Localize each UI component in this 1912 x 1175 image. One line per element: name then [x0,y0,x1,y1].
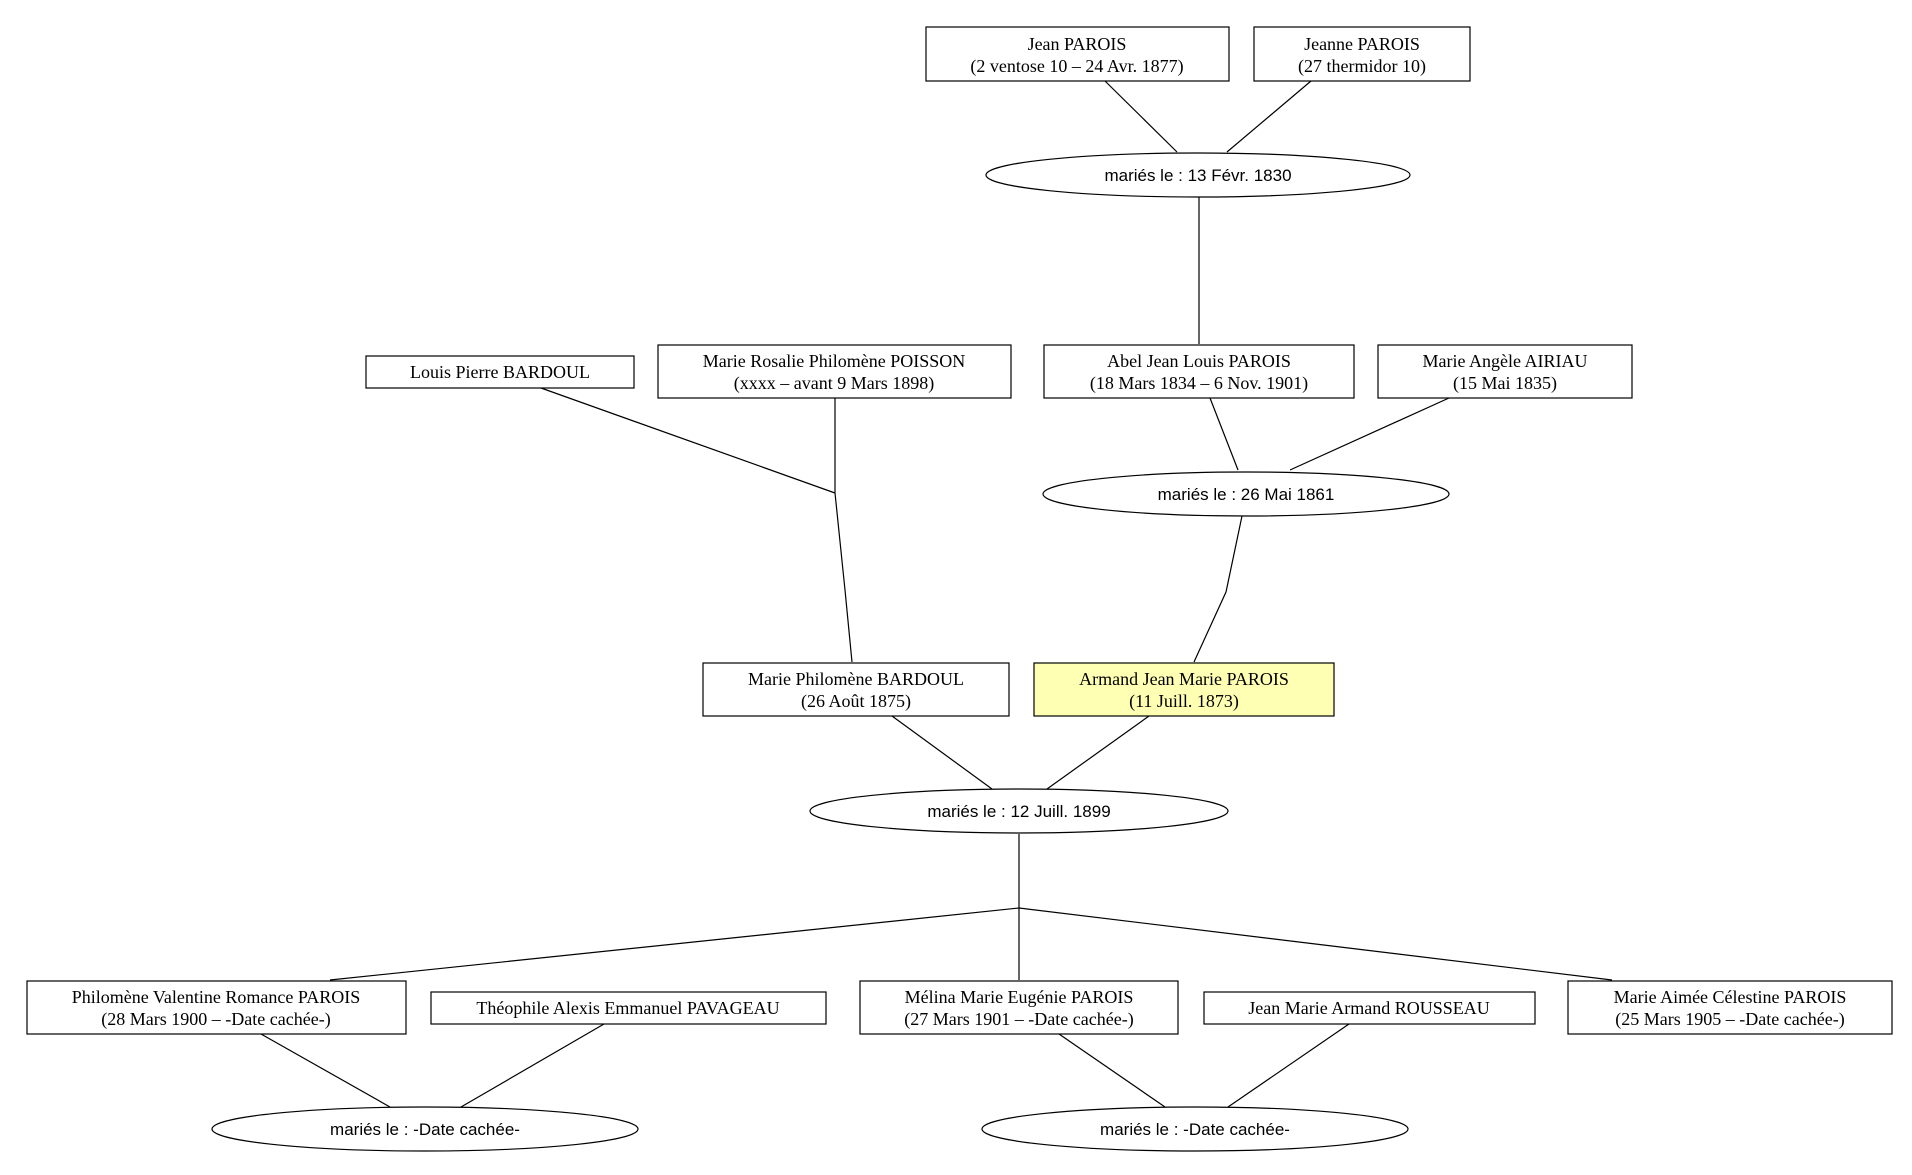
person-armand-jean-marie-parois[interactable]: Armand Jean Marie PAROIS (11 Juill. 1873… [1033,662,1335,717]
edge-junction-to-marie-philomene-bardoul [834,492,853,663]
person-dates: (25 Mars 1905 – -Date cachée-) [1615,1009,1844,1030]
person-name: Jeanne PAROIS [1304,34,1420,54]
person-name: Théophile Alexis Emmanuel PAVAGEAU [476,998,779,1018]
person-name: Armand Jean Marie PAROIS [1079,669,1289,689]
person-marie-aimee-parois[interactable]: Marie Aimée Célestine PAROIS (25 Mars 19… [1567,980,1893,1035]
edge-union-1899-to-philomene-valentine-parois [329,907,1020,981]
edge-union-1861-to-armand-jean-marie-parois [1193,515,1243,663]
person-jeanne-parois[interactable]: Jeanne PAROIS (27 thermidor 10) [1253,26,1471,82]
union-pavageau[interactable]: mariés le : -Date cachée- [211,1106,639,1152]
person-dates: (27 Mars 1901 – -Date cachée-) [904,1009,1133,1030]
person-louis-pierre-bardoul[interactable]: Louis Pierre BARDOUL [365,355,635,389]
person-marie-angele-airiau[interactable]: Marie Angèle AIRIAU (15 Mai 1835) [1377,344,1633,399]
person-melina-parois[interactable]: Mélina Marie Eugénie PAROIS (27 Mars 190… [859,980,1179,1035]
person-dates: (15 Mai 1835) [1453,373,1557,394]
union-label: mariés le : -Date cachée- [1100,1120,1290,1139]
edge-jean-marie-armand-rousseau-to-union-rousseau [1227,1023,1350,1108]
edge-jeanne-parois-to-union-1830 [1226,80,1312,153]
union-label: mariés le : 26 Mai 1861 [1158,485,1335,504]
edge-marie-philomene-bardoul-to-union-1899 [891,715,993,790]
connector-lines [260,80,1613,1108]
person-marie-rosalie-poisson[interactable]: Marie Rosalie Philomène POISSON (xxxx – … [657,344,1012,399]
union-label: mariés le : 13 Févr. 1830 [1104,166,1291,185]
person-name: Philomène Valentine Romance PAROIS [72,987,360,1007]
person-jean-marie-armand-rousseau[interactable]: Jean Marie Armand ROUSSEAU [1203,991,1536,1025]
person-abel-jean-louis-parois[interactable]: Abel Jean Louis PAROIS (18 Mars 1834 – 6… [1043,344,1355,399]
edge-armand-jean-marie-parois-to-union-1899 [1046,715,1150,790]
edge-union-1899-to-marie-aimee-parois [1018,907,1613,981]
union-1861[interactable]: mariés le : 26 Mai 1861 [1042,471,1450,517]
person-name: Abel Jean Louis PAROIS [1107,351,1291,371]
person-dates: (18 Mars 1834 – 6 Nov. 1901) [1090,373,1308,394]
person-name: Marie Philomène BARDOUL [748,669,964,689]
edge-louis-pierre-bardoul-to-junction [540,387,836,494]
person-philomene-valentine-parois[interactable]: Philomène Valentine Romance PAROIS (28 M… [26,980,407,1035]
person-theophile-pavageau[interactable]: Théophile Alexis Emmanuel PAVAGEAU [430,991,827,1025]
edge-theophile-pavageau-to-union-pavageau [460,1023,605,1108]
person-dates: (11 Juill. 1873) [1129,691,1239,712]
union-label: mariés le : -Date cachée- [330,1120,520,1139]
person-jean-parois[interactable]: Jean PAROIS (2 ventose 10 – 24 Avr. 1877… [925,26,1230,82]
edge-jean-parois-to-union-1830 [1104,80,1178,153]
person-dates: (2 ventose 10 – 24 Avr. 1877) [970,56,1183,77]
person-dates: (27 thermidor 10) [1298,56,1426,77]
person-name: Louis Pierre BARDOUL [410,362,590,382]
person-dates: (26 Août 1875) [801,691,911,712]
edge-melina-parois-to-union-rousseau [1058,1033,1166,1108]
edge-marie-angele-airiau-to-union-1861 [1289,397,1450,471]
person-marie-philomene-bardoul[interactable]: Marie Philomène BARDOUL (26 Août 1875) [702,662,1010,717]
person-name: Jean Marie Armand ROUSSEAU [1248,998,1489,1018]
person-dates: (28 Mars 1900 – -Date cachée-) [101,1009,330,1030]
person-name: Marie Aimée Célestine PAROIS [1614,987,1847,1007]
union-1830[interactable]: mariés le : 13 Févr. 1830 [985,152,1411,198]
edge-abel-jean-louis-parois-to-union-1861 [1209,397,1239,471]
person-dates: (xxxx – avant 9 Mars 1898) [734,373,934,394]
edge-philomene-valentine-parois-to-union-pavageau [260,1033,391,1108]
union-rousseau[interactable]: mariés le : -Date cachée- [981,1106,1409,1152]
person-name: Mélina Marie Eugénie PAROIS [905,987,1134,1007]
person-name: Marie Angèle AIRIAU [1423,351,1588,371]
person-name: Marie Rosalie Philomène POISSON [703,351,966,371]
union-label: mariés le : 12 Juill. 1899 [927,802,1110,821]
person-name: Jean PAROIS [1028,34,1127,54]
union-1899[interactable]: mariés le : 12 Juill. 1899 [809,788,1229,834]
